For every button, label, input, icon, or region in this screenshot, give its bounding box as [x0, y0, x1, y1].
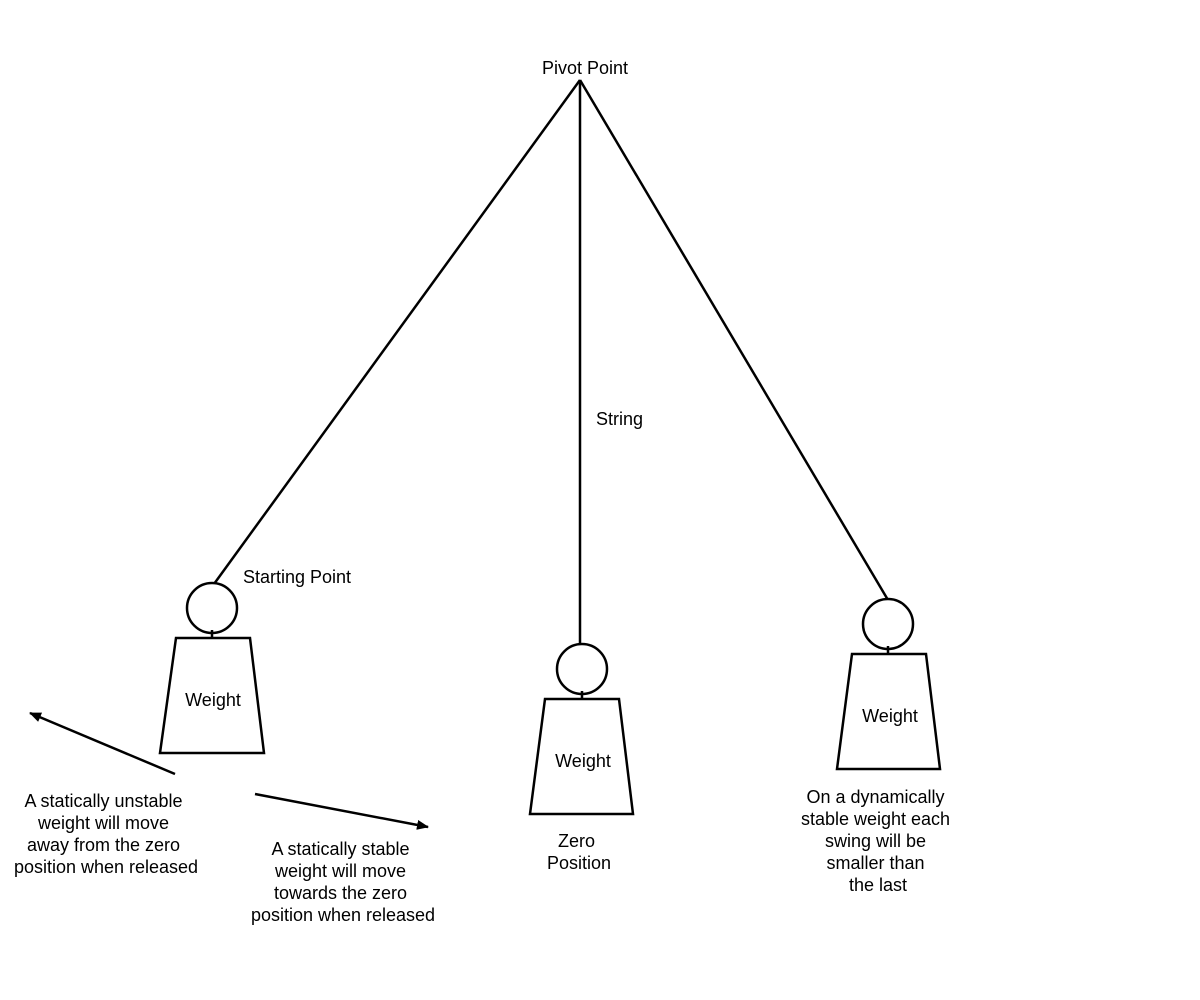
pendulum-left: Weight [158, 581, 266, 755]
stable-note: A statically stable weight will move tow… [251, 839, 435, 925]
pendulum-right: Weight [835, 597, 942, 771]
starting-point-label: Starting Point [243, 567, 351, 587]
pendulum-center: Weight [528, 642, 635, 816]
stable-arrow [254, 792, 429, 830]
weight-left [158, 636, 266, 755]
bob-ring-center [555, 642, 609, 696]
weight-label-right: Weight [862, 706, 918, 726]
string-right [578, 79, 890, 601]
pivot-point-label: Pivot Point [542, 58, 628, 78]
weight-label-center: Weight [555, 751, 611, 771]
dynamic-note: On a dynamically stable weight each swin… [801, 787, 955, 895]
weight-label-left: Weight [185, 690, 241, 710]
bob-ring-left [185, 581, 239, 635]
weight-right [835, 652, 942, 771]
string-label: String [596, 409, 643, 429]
zero-position-label: Zero Position [547, 831, 611, 873]
string-left [212, 79, 582, 585]
unstable-arrow [29, 711, 176, 776]
unstable-note: A statically unstable weight will move a… [14, 791, 198, 877]
bob-ring-right [861, 597, 915, 651]
weight-center [528, 697, 635, 816]
